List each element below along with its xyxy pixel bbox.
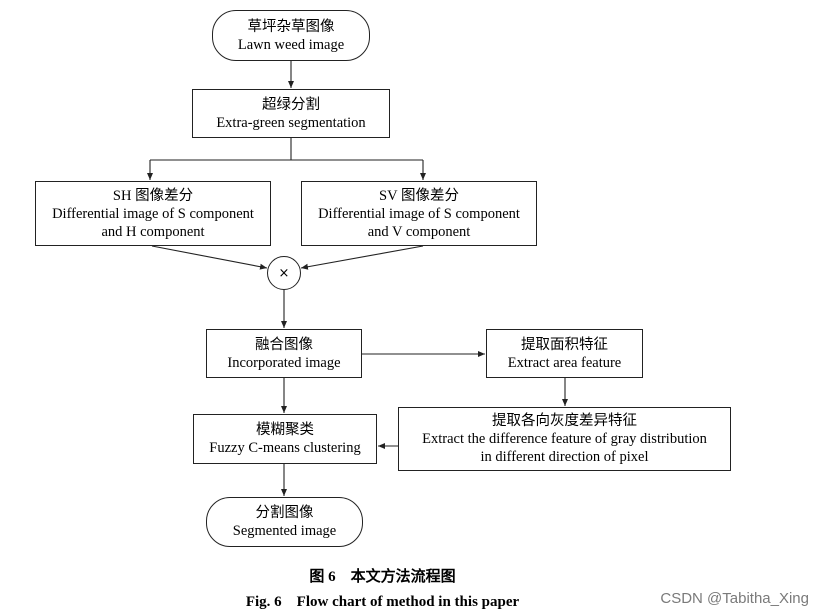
node-label-en: Extra-green segmentation — [216, 114, 366, 131]
node-label-zh: 草坪杂草图像 — [247, 18, 335, 35]
node-label-zh: 提取各向灰度差异特征 — [492, 413, 637, 429]
node-label-en-line2: and V component — [367, 223, 471, 240]
node-extract-area-feature: 提取面积特征 Extract area feature — [486, 329, 643, 378]
node-label-zh: 模糊聚类 — [256, 422, 314, 438]
node-label-en-line2: and H component — [101, 223, 205, 240]
node-label-en-line1: Differential image of S component — [318, 205, 520, 222]
node-label-zh: 提取面积特征 — [521, 336, 608, 353]
node-label-en: Extract area feature — [507, 354, 622, 371]
node-fuzzy-c-means: 模糊聚类 Fuzzy C-means clustering — [193, 414, 377, 464]
node-label-zh: 超绿分割 — [262, 96, 320, 113]
node-label-en: Lawn weed image — [237, 36, 345, 53]
watermark: CSDN @Tabitha_Xing — [660, 590, 809, 607]
figure-caption-en: Fig. 6 Flow chart of method in this pape… — [245, 594, 520, 610]
node-extra-green-segmentation: 超绿分割 Extra-green segmentation — [192, 89, 390, 138]
node-label-en: Segmented image — [232, 523, 337, 539]
node-label-en: Incorporated image — [227, 354, 341, 371]
node-segmented-image: 分割图像 Segmented image — [206, 497, 363, 547]
node-label-en: Fuzzy C-means clustering — [209, 440, 361, 456]
node-label-en-line1: Differential image of S component — [52, 205, 254, 222]
node-label-zh: SV 图像差分 — [379, 187, 459, 204]
node-label-en-line2: in different direction of pixel — [480, 449, 649, 465]
node-label-zh: 融合图像 — [255, 336, 313, 353]
node-sv-difference: SV 图像差分 Differential image of S componen… — [301, 181, 537, 246]
node-lawn-weed-image: 草坪杂草图像 Lawn weed image — [212, 10, 370, 61]
multiply-operator: × — [267, 256, 301, 290]
node-gray-difference-feature: 提取各向灰度差异特征 Extract the difference featur… — [398, 407, 731, 471]
node-label-en-line1: Extract the difference feature of gray d… — [422, 431, 707, 447]
node-incorporated-image: 融合图像 Incorporated image — [206, 329, 362, 378]
arrow-sh-to-multiply — [151, 245, 268, 270]
node-label-zh: SH 图像差分 — [112, 187, 194, 204]
node-label-zh: 分割图像 — [255, 505, 314, 521]
figure-caption-zh: 图 6 本文方法流程图 — [309, 569, 456, 585]
arrow-sv-to-multiply — [300, 245, 424, 270]
node-sh-difference: SH 图像差分 Differential image of S componen… — [35, 181, 271, 246]
multiply-symbol: × — [278, 265, 290, 281]
